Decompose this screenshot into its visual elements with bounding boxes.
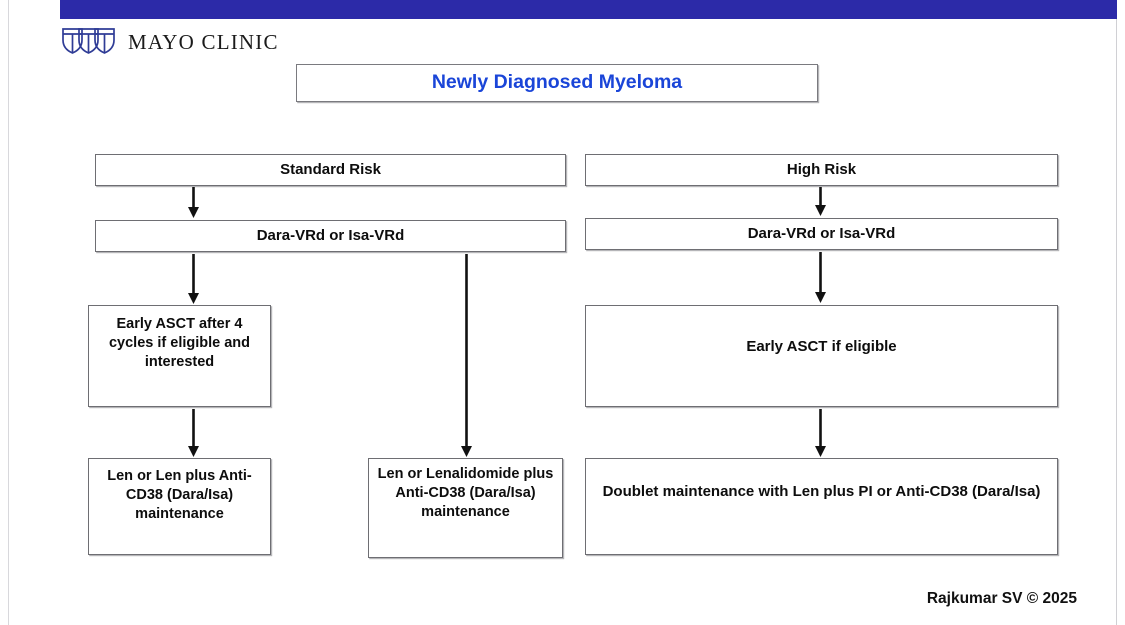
box-high-risk-induction-label: Dara-VRd or Isa-VRd (747, 225, 896, 243)
box-standard-risk-asct-label: Early ASCT after 4 cycles if eligible an… (108, 316, 251, 371)
header-banner (60, 0, 1117, 19)
box-high-risk-header[interactable]: High Risk (585, 154, 1058, 186)
box-high-risk-header-label: High Risk (786, 161, 857, 179)
box-high-risk-maintenance[interactable]: Doublet maintenance with Len plus PI or … (585, 458, 1058, 555)
box-standard-risk-header[interactable]: Standard Risk (95, 154, 566, 186)
arrow-high-induction-to-asct (813, 252, 829, 304)
arrow-high-risk-to-induction (813, 187, 829, 217)
box-no-transplant-maintenance-label: Len or Lenalidomide plus Anti-CD38 (Dara… (377, 466, 554, 521)
arrow-induction-to-no-transplant-maintenance (459, 254, 475, 458)
arrow-high-asct-to-maintenance (813, 409, 829, 458)
box-standard-risk-maintenance[interactable]: Len or Len plus Anti-CD38 (Dara/Isa) mai… (88, 458, 271, 555)
mayo-clinic-shield-icon (62, 28, 115, 54)
box-high-risk-maintenance-label: Doublet maintenance with Len plus PI or … (602, 483, 1041, 500)
box-no-transplant-maintenance[interactable]: Len or Lenalidomide plus Anti-CD38 (Dara… (368, 458, 563, 558)
arrow-standard-induction-to-asct (186, 254, 202, 305)
box-standard-risk-header-label: Standard Risk (280, 161, 381, 179)
arrow-standard-risk-to-induction (186, 187, 202, 219)
box-high-risk-asct[interactable]: Early ASCT if eligible (585, 305, 1058, 407)
box-standard-risk-induction-label: Dara-VRd or Isa-VRd (256, 227, 405, 245)
copyright-credit: Rajkumar SV © 2025 (926, 590, 1077, 607)
box-standard-risk-induction[interactable]: Dara-VRd or Isa-VRd (95, 220, 566, 252)
diagram-title-text: Newly Diagnosed Myeloma (431, 71, 683, 94)
mayo-clinic-wordmark: MAYO CLINIC (128, 29, 279, 54)
box-high-risk-asct-label: Early ASCT if eligible (746, 338, 897, 355)
mayo-clinic-logo: MAYO CLINIC (60, 25, 279, 59)
box-standard-risk-maintenance-label: Len or Len plus Anti-CD38 (Dara/Isa) mai… (107, 468, 252, 523)
box-standard-risk-asct[interactable]: Early ASCT after 4 cycles if eligible an… (88, 305, 271, 407)
box-high-risk-induction[interactable]: Dara-VRd or Isa-VRd (585, 218, 1058, 250)
arrow-standard-asct-to-maintenance (186, 409, 202, 458)
diagram-title-box: Newly Diagnosed Myeloma (296, 64, 818, 102)
